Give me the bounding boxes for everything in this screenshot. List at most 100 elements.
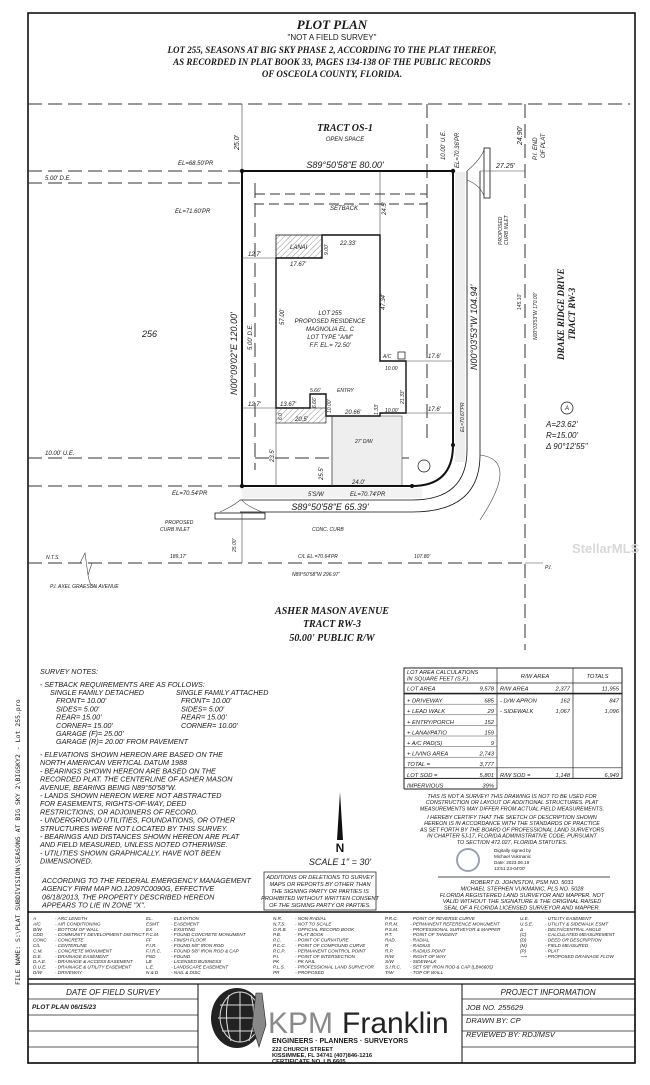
additions-line: ADDITIONS OR DELETIONS TO SURVEY (265, 875, 375, 881)
corner-marker (239, 483, 245, 489)
driveway-label: 27' D/W (354, 439, 374, 445)
legend-desc: - UTILITY & SIDEWALK ESMT (545, 921, 609, 926)
dim-label: 6.0 (278, 413, 284, 420)
legend-desc: - POINT OF REVERSE CURVE (410, 916, 476, 921)
dim-label: 27.25' (495, 163, 516, 170)
dim-label: 12.7' (248, 402, 262, 408)
table-cell: 847 (609, 699, 619, 705)
table-cell: R/W AREA (500, 687, 529, 693)
legend-desc: - AIR CONDITIONING (55, 921, 101, 926)
easement-label: 5.00' D.E. (248, 324, 254, 350)
easement-label: 5.00' D.E. (45, 176, 71, 182)
notes-heading: SURVEY NOTES: (40, 667, 98, 676)
table-cell: 39% (482, 783, 494, 789)
setback-detached-line: REAR= 15.00' (56, 713, 102, 722)
pi-label: P.I. (545, 565, 552, 571)
table-cell: 29 (487, 709, 495, 715)
legend-desc: - DRIVEWAY (55, 970, 83, 975)
dim-label: 25.00' (232, 537, 238, 553)
disclaimer-line: CONSTRUCTION OR LAYOUT OF ADDITIONAL STR… (426, 800, 599, 806)
scale-label: SCALE 1" = 30' (309, 857, 371, 867)
legend-abbr: (C) (520, 932, 527, 937)
dim-label: 13.67' (280, 402, 297, 408)
note-line: - LANDS SHOWN HEREON WERE NOT ABSTRACTED (40, 791, 221, 800)
address-line: 222 CHURCH STREET (272, 1047, 333, 1053)
setback-line (254, 193, 428, 205)
project-heading: PROJECT INFORMATION (501, 988, 596, 997)
table-cell: + LANAI/PATIO (407, 730, 447, 736)
dim-label: 17.6' (428, 407, 442, 413)
legend-abbr: (D) (520, 938, 527, 943)
dim-label: 47.34' (381, 293, 387, 310)
legend-desc: - FOUND (171, 954, 191, 959)
legend-desc: - EASEMENT (171, 921, 200, 926)
dim-label: 24.5' (382, 201, 388, 216)
adjacent-lot: 256 (141, 329, 157, 339)
legend-desc: - CONCRETE (55, 938, 85, 943)
easement-label: 10.00' U.E. (45, 451, 75, 457)
legend-abbr: ⟶ (520, 954, 527, 959)
certification-line: AS SET FORTH BY THE BOARD OF PROFESSIONA… (419, 827, 604, 833)
dim-label: 25.0' (234, 134, 241, 151)
tract-label: TRACT OS-1 (317, 123, 373, 134)
east-bearing: N00°03'53"W 104.94' (469, 284, 479, 370)
legend-abbr: D.E. (33, 954, 42, 959)
nts-label: N.T.S. (46, 555, 60, 561)
legend-abbr: N.T.S. (273, 921, 286, 926)
legend-abbr: PR (273, 970, 280, 975)
legend-desc: - NOT TO SCALE (295, 921, 332, 926)
sidewalk-label: 5'S/W (308, 492, 325, 498)
legend-desc: - PK NAIL (295, 959, 316, 964)
legend-abbr: B/W (33, 927, 42, 932)
setback-detached-line: CORNER= 15.00' (56, 721, 113, 730)
table-header: IN SQUARE FEET (S.F.) (407, 677, 469, 683)
legend-abbr: P.B. (273, 932, 281, 937)
dim-label: 107.80' (414, 554, 431, 560)
legend-desc: - OFFICIAL RECORD BOOK (295, 927, 355, 932)
note-line: AVENUE, BEARING BEING N89°50'58"W. (39, 783, 176, 792)
table-cell: - SIDEWALK (500, 709, 535, 715)
legend-desc: - RADIAL (410, 938, 430, 943)
table-cell: 152 (484, 720, 494, 726)
legend-abbr: P.C.C. (273, 943, 286, 948)
dim-label: 1.33' (374, 403, 380, 415)
corner-marker (451, 443, 455, 447)
fema-note-line: ACCORDING TO THE FEDERAL EMERGENCY MANAG… (41, 876, 251, 885)
table-cell: 5,801 (479, 773, 494, 779)
road-row-south: 50.00' PUBLIC R/W (289, 633, 375, 644)
legend-desc: - EXISTING (171, 927, 196, 932)
signer-line: SEAL OF A FLORIDA LICENSED SURVEYOR AND … (444, 906, 600, 912)
page-title: PLOT PLAN (297, 17, 368, 32)
table-frame (403, 667, 623, 779)
legend-abbr: P.S.M. (385, 927, 398, 932)
digital-signature-line: Michael Vukmanic (494, 854, 532, 859)
digital-signature-line: Date: 2023.06.19 (494, 860, 530, 865)
fema-note-line: 06/18/2013, THE PROPERTY DESCRIBED HEREO… (42, 892, 215, 901)
table-cell: + A/C PAD(S) (407, 741, 442, 747)
table-cell: 6,949 (604, 773, 619, 779)
road-tract-east: TRACT RW-3 (567, 287, 577, 340)
dim-label: 10.00 (385, 366, 398, 372)
pi-label: OF PLAT (541, 132, 547, 158)
legend-abbr: P.L.S. (273, 965, 285, 970)
legend-abbr: EX (146, 927, 153, 932)
legend-abbr: P.T. (385, 932, 393, 937)
disclaimer-line: THIS IS NOT A SURVEY! THIS DRAWING IS NO… (427, 794, 596, 800)
centerline-bearing: N00°03'53"W 170.00' (533, 292, 539, 340)
legend-abbr: A (32, 916, 36, 921)
setback-label: SETBACK (330, 206, 359, 212)
note-line: - UNDERGROUND UTILITIES, FOUNDATIONS, OR… (40, 816, 235, 825)
legend-abbr: D/W (33, 970, 43, 975)
table-cell: 11,955 (602, 687, 620, 693)
legend-desc: - ELEVATION (171, 916, 200, 921)
house-footprint (275, 234, 407, 417)
break-symbol (79, 551, 93, 576)
legend-desc: - DRAINAGE & ACCESS EASEMENT (55, 959, 134, 964)
additions-box (263, 871, 377, 911)
legend-desc: - PROPOSED (295, 970, 325, 975)
legend-abbr: D.A.E. (33, 959, 46, 964)
lot-label: LOT TYPE "A/M" (307, 335, 353, 341)
curb-east-outer (240, 171, 481, 513)
dim-label: 9.00' (324, 243, 330, 255)
